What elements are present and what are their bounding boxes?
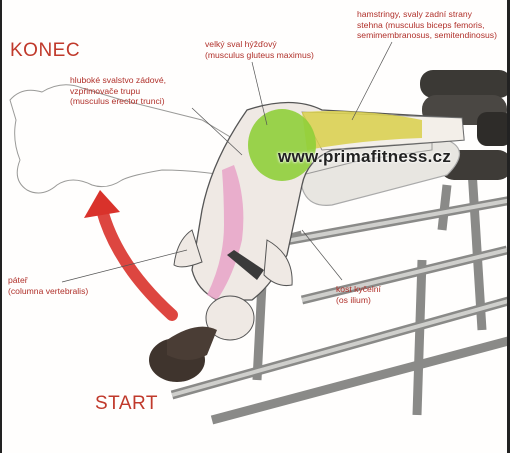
gluteus-label: velký sval hýžďový (musculus gluteus max… <box>205 39 314 60</box>
ilium-label: kost kyčelní (os ilium) <box>336 284 381 305</box>
erector-label: hluboké svalstvo zádové, vzpřimovače tru… <box>70 75 166 107</box>
start-label: START <box>95 393 158 415</box>
spine-label: páteř (columna vertebralis) <box>8 275 88 296</box>
watermark: www.primafitness.cz <box>278 147 451 167</box>
hamstrings-label: hamstringy, svaly zadní strany stehna (m… <box>357 9 497 41</box>
up-arrow-icon <box>84 190 172 315</box>
end-label: KONEC <box>10 40 80 62</box>
gluteus-muscle <box>248 109 316 181</box>
